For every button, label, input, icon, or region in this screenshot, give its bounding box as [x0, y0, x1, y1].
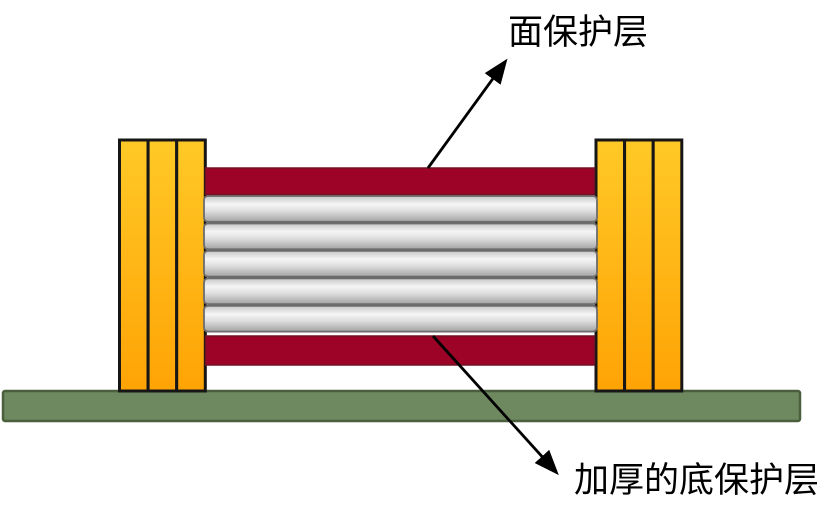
- top-layer-label: 面保护层: [508, 13, 648, 52]
- pillar-bar: [175, 138, 207, 393]
- top-protective-layer: [205, 168, 595, 195]
- top-protective-layer-outline: [204, 167, 596, 196]
- bottom-label-arrow: [431, 335, 559, 476]
- pillar-bar: [594, 138, 627, 393]
- pillar-bar: [651, 138, 684, 393]
- bottom-protective-layer-outline: [204, 335, 596, 366]
- roller-cylinder: [203, 222, 598, 251]
- right-support-pillar: [594, 138, 684, 393]
- roller-cylinder: [203, 277, 598, 306]
- pillar-bar: [118, 138, 150, 393]
- roller-cylinder: [203, 249, 598, 278]
- ground-base-bar: [3, 391, 800, 421]
- pillar-bar: [146, 138, 179, 393]
- ground-base-bar-outline: [1, 389, 802, 423]
- left-support-pillar: [118, 138, 207, 393]
- roller-cylinder: [203, 304, 598, 333]
- bottom-protective-layer: [205, 336, 595, 365]
- top-label-arrow: [426, 58, 508, 169]
- roller-cylinder: [203, 195, 598, 223]
- bottom-layer-label: 加厚的底保护层: [574, 461, 819, 500]
- pillar-bar: [623, 138, 655, 393]
- roller-stack: [203, 195, 598, 333]
